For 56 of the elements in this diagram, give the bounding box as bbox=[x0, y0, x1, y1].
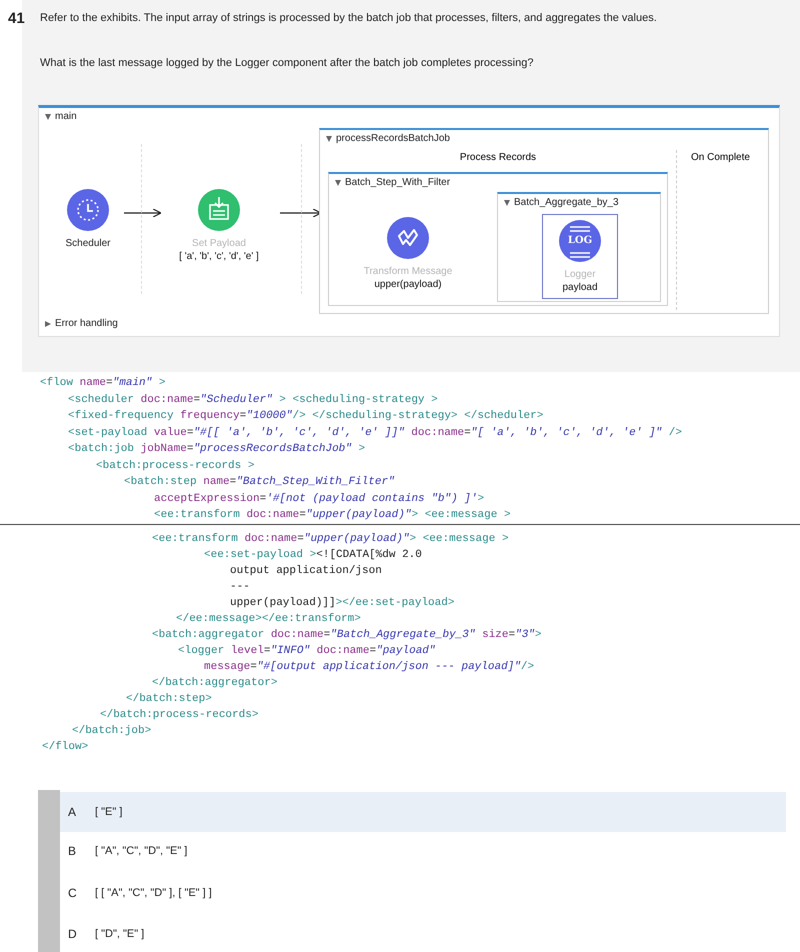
component-value: upper(payload) bbox=[373, 279, 443, 290]
column-heading: Process Records bbox=[458, 152, 538, 163]
code-line: </flow> bbox=[42, 740, 88, 754]
component-label: Set Payload bbox=[191, 238, 247, 249]
option-text: [ "A", "C", "D", "E" ] bbox=[95, 845, 188, 857]
question-text: What is the last message logged by the Logger component after the batch job completes processing? bbox=[40, 57, 534, 69]
code-line: </batch:step> bbox=[126, 692, 212, 706]
code-line: output application/json bbox=[230, 564, 382, 578]
option-text: [ [ "A", "C", "D" ], [ "E" ] ] bbox=[95, 887, 212, 899]
arrow bbox=[124, 208, 162, 218]
code-line: <fixed-frequency frequency="10000"/> </scheduling-strategy> </scheduler> bbox=[68, 409, 544, 423]
code-line: <ee:transform doc:name="upper(payload)"> <ee:message > bbox=[154, 508, 511, 522]
option-text: [ "E" ] bbox=[95, 806, 122, 818]
component-label: Scheduler bbox=[64, 238, 112, 249]
icon-text: LOG bbox=[566, 235, 594, 246]
option-letter: C bbox=[68, 886, 77, 900]
component-value: payload bbox=[561, 282, 599, 293]
code-line: </batch:job> bbox=[72, 724, 152, 738]
scope-box bbox=[319, 128, 769, 314]
scope-title: processRecordsBatchJob bbox=[336, 133, 450, 144]
code-line: </batch:aggregator> bbox=[152, 676, 278, 690]
option-letter: B bbox=[68, 844, 76, 858]
code-line: <batch:process-records > bbox=[96, 458, 254, 472]
code-line: <flow name="main" > bbox=[40, 376, 166, 390]
code-line: <scheduler doc:name="Scheduler" > <scheduling-strategy > bbox=[68, 392, 438, 406]
scope-box bbox=[497, 192, 661, 302]
code-line: upper(payload)]]></ee:set-payload> bbox=[230, 596, 454, 610]
code-line: acceptExpression='#[not (payload contains "b") ]'> bbox=[154, 492, 484, 506]
code-line: <batch:aggregator doc:name="Batch_Aggregate_by_3" size="3"> bbox=[152, 628, 542, 642]
option-letter: A bbox=[68, 805, 76, 819]
code-line: <ee:set-payload ><![CDATA[%dw 2.0 bbox=[204, 548, 422, 562]
code-line: message="#[output application/json --- payload]"/> bbox=[204, 660, 534, 674]
scope-title: main bbox=[55, 111, 77, 122]
section-title: Error handling bbox=[55, 318, 118, 329]
code-line: </batch:process-records> bbox=[100, 708, 258, 722]
flow-canvas bbox=[38, 105, 780, 337]
component-label: Logger bbox=[563, 269, 597, 280]
answer-sidebar bbox=[38, 790, 60, 952]
flow-component bbox=[542, 214, 618, 299]
scope-title: Batch_Step_With_Filter bbox=[345, 177, 450, 188]
code-line: <batch:step name="Batch_Step_With_Filter" bbox=[124, 475, 395, 489]
question-number: 41 bbox=[8, 10, 25, 27]
code-line: <batch:job jobName="processRecordsBatchJob" > bbox=[68, 442, 366, 456]
component-label: Transform Message bbox=[362, 266, 454, 277]
option-text: [ "D", "E" ] bbox=[95, 928, 144, 940]
code-line: <set-payload value="#[[ 'a', 'b', 'c', 'd', 'e' ]]" doc:name="[ 'a', 'b', 'c', 'd', 'e' ]" /> bbox=[68, 426, 682, 440]
column-heading: On Complete bbox=[690, 152, 751, 163]
scope-box bbox=[328, 172, 668, 306]
scope-title: Batch_Aggregate_by_3 bbox=[514, 197, 619, 208]
code-line: <ee:transform doc:name="upper(payload)"> <ee:message > bbox=[152, 532, 509, 546]
option-letter: D bbox=[68, 927, 77, 941]
code-line: --- bbox=[230, 580, 250, 594]
component-value: [ 'a', 'b', 'c', 'd', 'e' ] bbox=[178, 251, 260, 262]
question-text: Refer to the exhibits. The input array of strings is processed by the batch job that processes, filters, and aggregates the values. bbox=[40, 12, 657, 24]
code-line: </ee:message></ee:transform> bbox=[176, 612, 361, 626]
code-line: <logger level="INFO" doc:name="payload" bbox=[178, 644, 436, 658]
